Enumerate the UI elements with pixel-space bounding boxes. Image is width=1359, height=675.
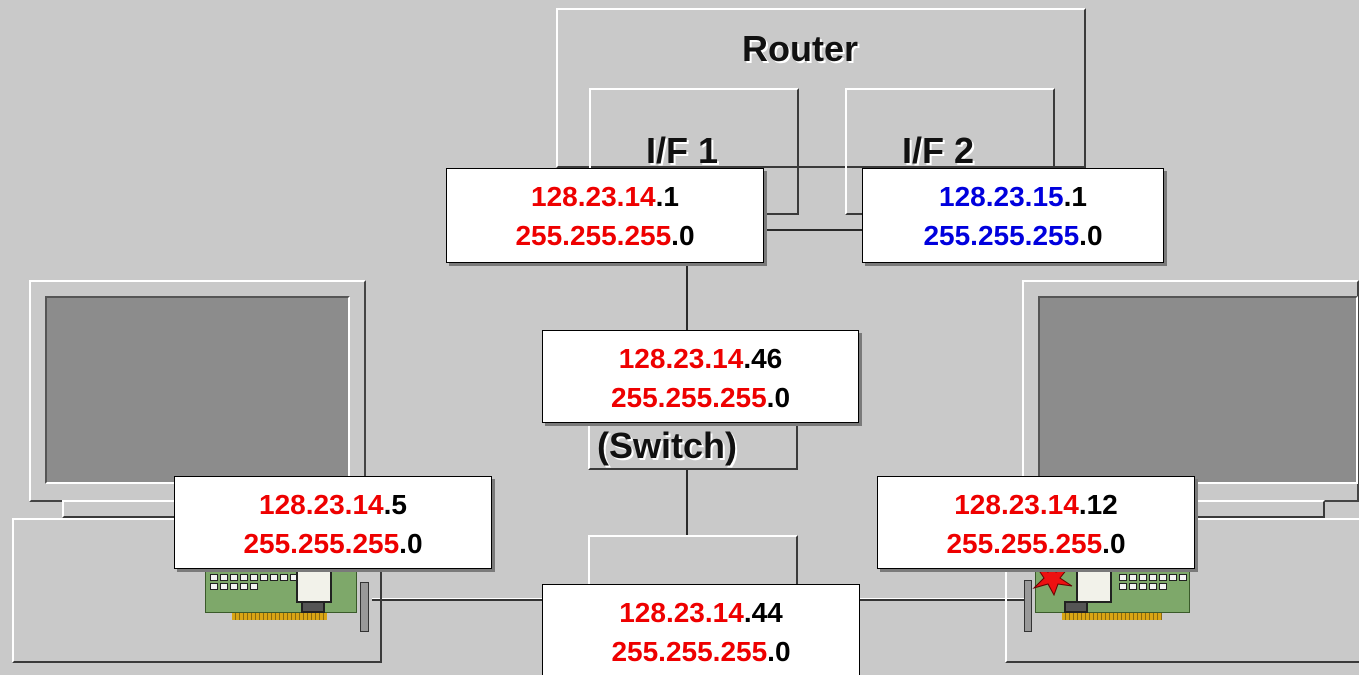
ip-host-part: .1 — [656, 181, 679, 212]
address-box-router-if2: 128.23.15.1 255.255.255.0 — [862, 168, 1164, 263]
mask-network-part: 255.255.255 — [923, 220, 1079, 251]
ip-address: 128.23.14.12 — [878, 485, 1194, 524]
router-internal-link — [765, 229, 865, 231]
ip-address: 128.23.14.44 — [543, 593, 859, 632]
subnet-mask: 255.255.255.0 — [543, 632, 859, 671]
address-box-right-pc: 128.23.14.12 255.255.255.0 — [877, 476, 1195, 569]
ip-network-part: 128.23.15 — [939, 181, 1064, 212]
ip-host-part: .46 — [743, 343, 782, 374]
left-monitor-screen — [45, 296, 350, 484]
link-router-switch — [686, 262, 688, 330]
switch-label: (Switch) — [597, 425, 737, 467]
mask-host-part: .0 — [1102, 528, 1125, 559]
left-monitor-icon — [29, 280, 366, 502]
router-title: Router — [742, 28, 858, 70]
mask-host-part: .0 — [767, 382, 790, 413]
mask-network-part: 255.255.255 — [611, 382, 767, 413]
mask-host-part: .0 — [671, 220, 694, 251]
mask-host-part: .0 — [1079, 220, 1102, 251]
right-monitor-screen — [1038, 296, 1358, 484]
link-hub-right-pc — [860, 598, 1025, 601]
subnet-mask: 255.255.255.0 — [543, 378, 858, 417]
right-network-card-connector — [1062, 613, 1162, 620]
link-left-pc-hub — [372, 598, 544, 601]
ip-address: 128.23.14.5 — [175, 485, 491, 524]
ip-host-part: .12 — [1079, 489, 1118, 520]
mask-network-part: 255.255.255 — [243, 528, 399, 559]
ip-network-part: 128.23.14 — [531, 181, 656, 212]
subnet-mask: 255.255.255.0 — [878, 524, 1194, 563]
link-switch-hub — [686, 470, 688, 535]
mask-network-part: 255.255.255 — [611, 636, 767, 667]
left-network-card-connector — [232, 613, 327, 620]
interface-2-label: I/F 2 — [902, 130, 974, 172]
mask-network-part: 255.255.255 — [515, 220, 671, 251]
address-box-router-if1: 128.23.14.1 255.255.255.0 — [446, 168, 764, 263]
ip-network-part: 128.23.14 — [259, 489, 384, 520]
ip-network-part: 128.23.14 — [619, 597, 744, 628]
address-box-hub: 128.23.14.44 255.255.255.0 — [542, 584, 860, 675]
ip-address: 128.23.15.1 — [863, 177, 1163, 216]
ip-network-part: 128.23.14 — [954, 489, 1079, 520]
right-monitor-icon — [1022, 280, 1359, 502]
mask-host-part: .0 — [399, 528, 422, 559]
ip-host-part: .5 — [384, 489, 407, 520]
left-network-card-icon — [205, 568, 357, 613]
address-box-switch: 128.23.14.46 255.255.255.0 — [542, 330, 859, 423]
mask-network-part: 255.255.255 — [946, 528, 1102, 559]
ip-address: 128.23.14.46 — [543, 339, 858, 378]
ip-network-part: 128.23.14 — [619, 343, 744, 374]
interface-1-label: I/F 1 — [646, 130, 718, 172]
ip-host-part: .44 — [744, 597, 783, 628]
subnet-mask: 255.255.255.0 — [175, 524, 491, 563]
address-box-left-pc: 128.23.14.5 255.255.255.0 — [174, 476, 492, 569]
subnet-mask: 255.255.255.0 — [447, 216, 763, 255]
ip-host-part: .1 — [1064, 181, 1087, 212]
subnet-mask: 255.255.255.0 — [863, 216, 1163, 255]
mask-host-part: .0 — [767, 636, 790, 667]
ip-address: 128.23.14.1 — [447, 177, 763, 216]
left-network-card-bracket — [360, 582, 369, 632]
